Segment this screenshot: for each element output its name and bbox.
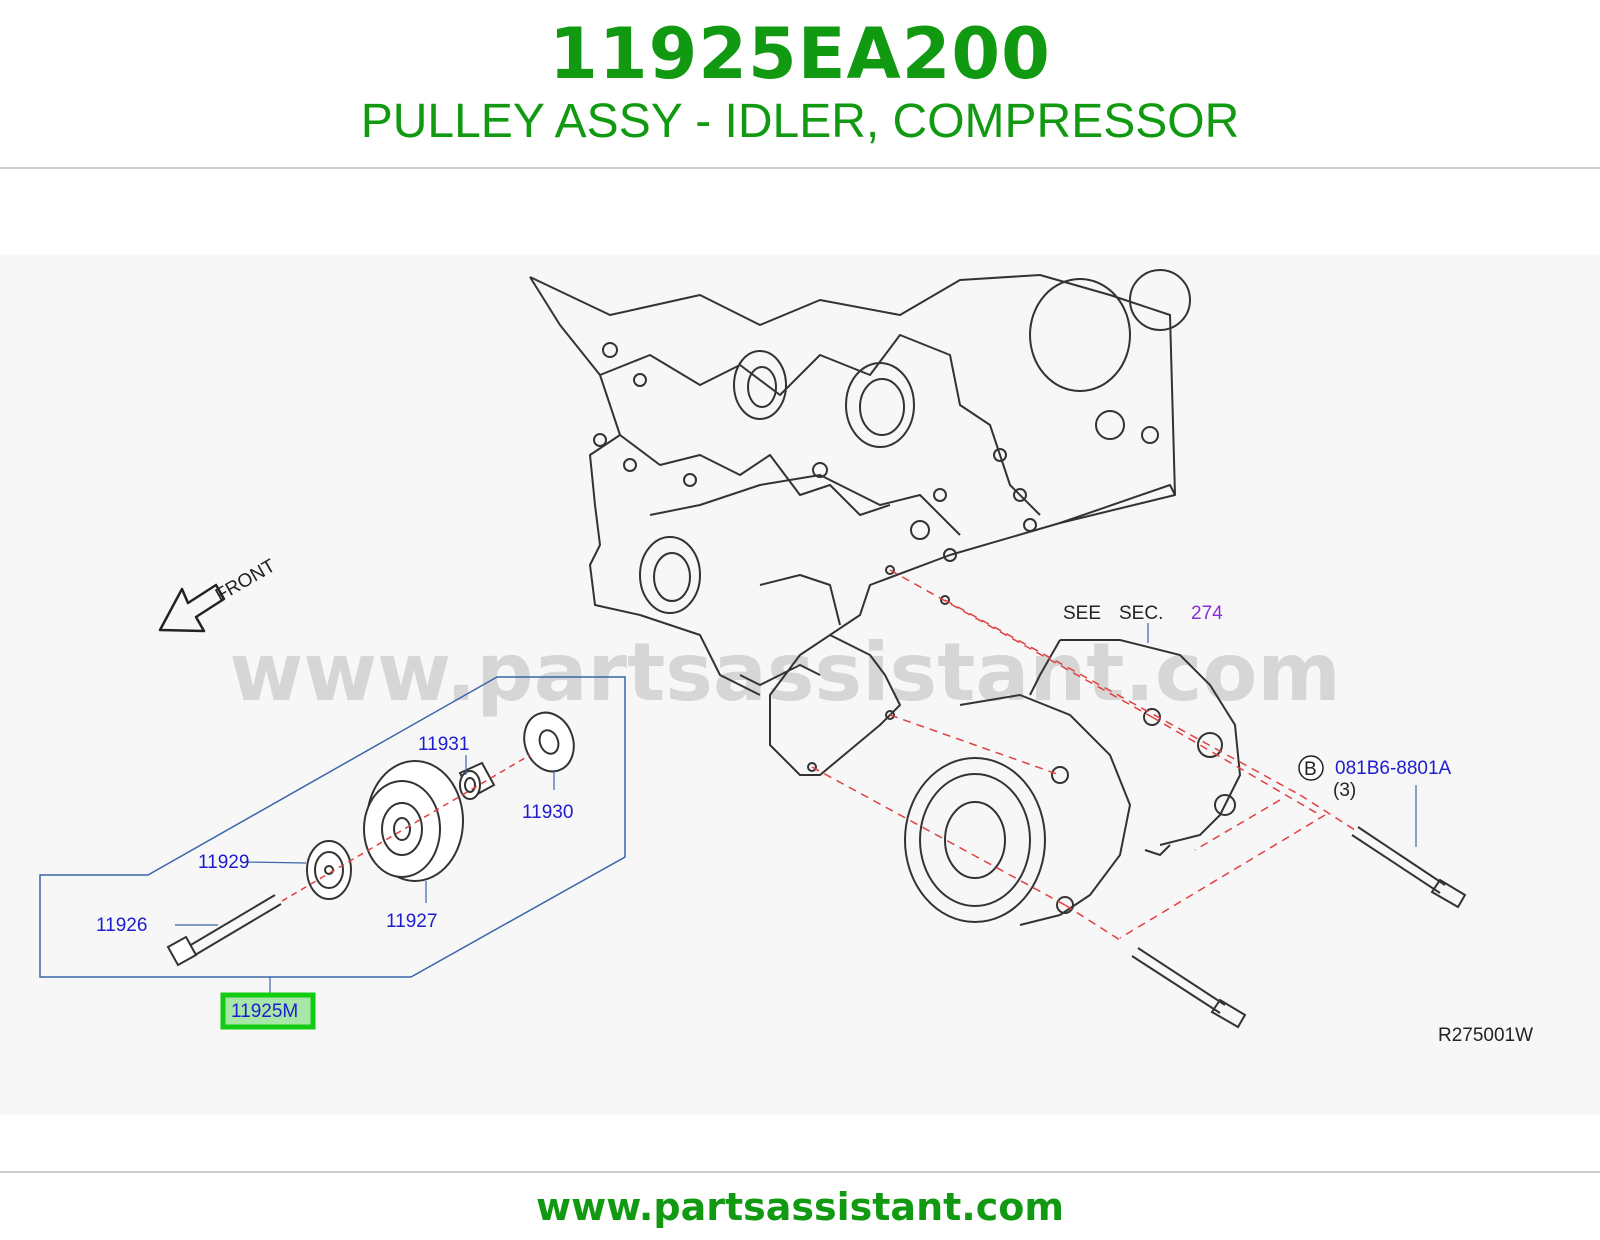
cover-11929: [306, 840, 352, 900]
footer-divider: [0, 1171, 1600, 1173]
front-label: FRONT: [212, 555, 280, 606]
leader-lines: [175, 623, 1417, 995]
see-label: SEE: [1063, 603, 1101, 624]
header-divider: [0, 167, 1600, 169]
component-axis-line: [281, 754, 531, 902]
callout-11929: 11929: [198, 852, 249, 873]
idler-components: [166, 711, 575, 967]
bolt-ref-part-number[interactable]: 081B6-8801A: [1335, 758, 1452, 779]
bolt-ref-quantity: (3): [1333, 780, 1356, 801]
callout-11927: 11927: [386, 911, 437, 932]
figure-code: R275001W: [1438, 1025, 1533, 1046]
sec-label: SEC.: [1119, 603, 1163, 624]
page-header: 11925EA200 PULLEY ASSY - IDLER, COMPRESS…: [0, 0, 1600, 168]
callout-11931: 11931: [418, 734, 469, 755]
footer-url[interactable]: www.partsassistant.com: [536, 1185, 1064, 1229]
callout-11926: 11926: [96, 915, 147, 936]
part-number-title: 11925EA200: [549, 13, 1051, 95]
section-ref-274[interactable]: 274: [1191, 603, 1223, 624]
front-arrow: FRONT: [158, 555, 280, 633]
bolt-11926: [183, 894, 282, 959]
assembly-group-outline: [39, 676, 626, 978]
bolt-ref-letter: B: [1304, 759, 1317, 780]
compressor-illustration: [904, 639, 1242, 926]
compressor-bolts: [1131, 826, 1467, 1029]
callout-11925m-highlight[interactable]: [220, 992, 316, 1030]
alignment-lines: [811, 569, 1356, 941]
parts-diagram: www.partsassistant.com: [0, 255, 1600, 1115]
callout-11925m[interactable]: 11925M: [231, 1001, 298, 1022]
diagram-canvas: www.partsassistant.com: [39, 269, 1533, 1046]
bolt-ref-circle: [1298, 755, 1324, 781]
washer-11930: [523, 711, 575, 773]
engine-block-illustration: [529, 269, 1191, 776]
part-name-subtitle: PULLEY ASSY - IDLER, COMPRESSOR: [360, 95, 1240, 148]
callout-11930: 11930: [522, 802, 573, 823]
